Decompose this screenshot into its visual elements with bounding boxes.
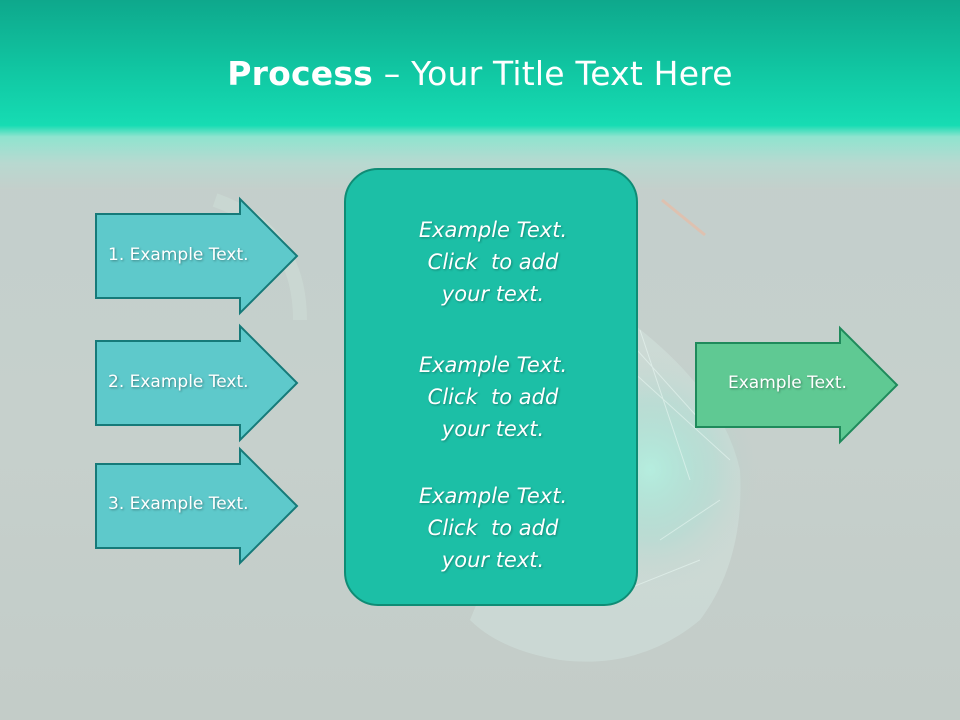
center-paragraph-2: Example Text. Click to add your text. — [346, 349, 640, 445]
center-paragraph-3-line-3: your text. — [441, 548, 545, 572]
input-arrow-2[interactable] — [95, 323, 299, 443]
center-paragraph-1-line-2: Click to add — [427, 250, 559, 274]
input-arrow-3-label: 3. Example Text. — [108, 494, 249, 514]
output-arrow[interactable] — [695, 325, 899, 445]
center-paragraph-2-line-2: Click to add — [427, 385, 559, 409]
input-arrow-1[interactable] — [95, 196, 299, 316]
header-band — [0, 0, 960, 190]
title-rest: – Your Title Text Here — [373, 54, 733, 93]
slide-title: Process – Your Title Text Here — [0, 54, 960, 93]
center-paragraph-1-line-3: your text. — [441, 282, 545, 306]
center-paragraph-3-line-1: Example Text. — [418, 484, 568, 508]
center-paragraph-1-line-1: Example Text. — [418, 218, 568, 242]
title-strong: Process — [227, 54, 374, 93]
center-paragraph-2-line-3: your text. — [441, 417, 545, 441]
center-paragraph-3-line-2: Click to add — [427, 516, 559, 540]
input-arrow-3[interactable] — [95, 446, 299, 566]
output-arrow-label: Example Text. — [728, 373, 847, 393]
input-arrow-2-label: 2. Example Text. — [108, 372, 249, 392]
input-arrow-1-label: 1. Example Text. — [108, 245, 249, 265]
center-paragraph-1: Example Text. Click to add your text. — [346, 214, 640, 310]
center-paragraph-3: Example Text. Click to add your text. — [346, 480, 640, 576]
center-paragraph-2-line-1: Example Text. — [418, 353, 568, 377]
center-process-box[interactable]: Example Text. Click to add your text. Ex… — [344, 168, 638, 606]
